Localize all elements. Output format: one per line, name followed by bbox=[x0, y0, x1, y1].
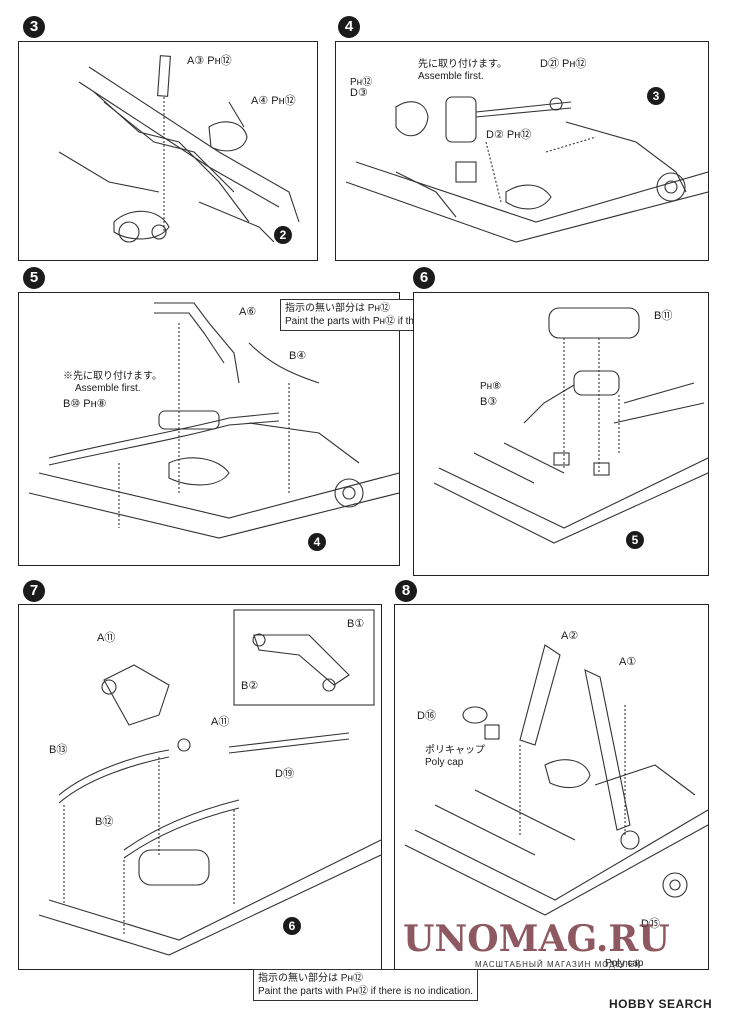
step-ref-4: 4 bbox=[308, 533, 326, 551]
step-ref-3: 3 bbox=[647, 87, 665, 105]
part-label-d3: D③ bbox=[350, 87, 368, 99]
hobby-search-logo: HOBBY SEARCH bbox=[609, 997, 713, 1011]
step-4-panel: 先に取り付けます。 Assemble first. Pн⑫ D③ D㉑ Pн⑫ … bbox=[335, 41, 709, 261]
part-label-b1: B① bbox=[347, 618, 365, 630]
part-label-d19: D⑲ bbox=[275, 768, 294, 780]
step-7-drawing bbox=[38, 609, 381, 956]
part-label-d16: D⑯ bbox=[417, 710, 436, 722]
part-label-a4: A④ Pн⑫ bbox=[251, 95, 296, 107]
part-label-b13: B⑬ bbox=[49, 744, 68, 756]
part-label-d15: D⑮ bbox=[641, 918, 660, 930]
step-7-number: 7 bbox=[23, 580, 45, 602]
paint-label-ph12: Pн⑫ bbox=[350, 77, 373, 88]
part-label-b2: B② bbox=[241, 680, 259, 692]
part-label-d2: D② Pн⑫ bbox=[486, 129, 532, 141]
paint-note-box-7: 指示の無い部分は Pн⑫ Paint the parts with Pн⑫ if… bbox=[253, 969, 479, 1001]
step-6-number: 6 bbox=[413, 267, 435, 289]
part-label-d21: D㉑ Pн⑫ bbox=[540, 58, 587, 70]
paint-label-ph8: Pн⑧ bbox=[480, 381, 502, 392]
watermark-logo: UNOMAG.RU bbox=[403, 918, 670, 960]
paint-note-en: Paint the parts with Pн⑫ if there is no … bbox=[258, 986, 474, 997]
part-label-a11-top: A⑪ bbox=[97, 632, 116, 644]
step-5-drawing bbox=[28, 302, 399, 539]
step-8-panel: A② A① D⑯ ポリキャップ Poly cap Poly cap D⑮ bbox=[394, 604, 709, 970]
part-label-b12: B⑫ bbox=[95, 816, 114, 828]
part-label-a11-mid: A⑪ bbox=[211, 716, 230, 728]
step-8-number: 8 bbox=[395, 580, 417, 602]
paint-note-jp: 指示の無い部分は Pн⑫ bbox=[285, 303, 390, 314]
part-label-a3: A③ Pн⑫ bbox=[187, 55, 232, 67]
poly-cap-en: Poly cap bbox=[425, 757, 464, 768]
paint-note-jp: 指示の無い部分は Pн⑫ bbox=[258, 973, 363, 984]
assemble-first-en: Assemble first. bbox=[418, 71, 484, 82]
assemble-first-en: Assemble first. bbox=[75, 383, 141, 394]
part-label-a1: A① bbox=[619, 656, 637, 668]
step-8-drawing bbox=[404, 644, 708, 916]
step-5-panel: A⑥ B④ ※先に取り付けます。 Assemble first. B⑩ Pн⑧ … bbox=[18, 292, 400, 566]
part-label-b3: B③ bbox=[480, 396, 498, 408]
part-label-a6: A⑥ bbox=[239, 306, 257, 318]
step-6-drawing bbox=[433, 307, 708, 544]
step-ref-2: 2 bbox=[274, 226, 292, 244]
poly-cap-en-2: Poly cap bbox=[605, 958, 644, 969]
assemble-first-jp: ※先に取り付けます。 bbox=[63, 371, 162, 382]
assemble-first-jp: 先に取り付けます。 bbox=[418, 59, 507, 70]
watermark-subtitle: МАСШТАБНЫЙ МАГАЗИН МОДЕЛЕЙ bbox=[475, 960, 642, 969]
step-ref-6: 6 bbox=[283, 917, 301, 935]
step-6-panel: B⑪ Pн⑧ B③ 5 bbox=[413, 292, 709, 576]
step-3-panel: A③ Pн⑫ A④ Pн⑫ 2 bbox=[18, 41, 318, 261]
part-label-b11: B⑪ bbox=[654, 310, 673, 322]
step-5-number: 5 bbox=[23, 267, 45, 289]
step-4-number: 4 bbox=[338, 16, 360, 38]
step-7-panel: A⑪ B① B② A⑪ B⑬ D⑲ B⑫ 6 bbox=[18, 604, 382, 970]
step-4-drawing bbox=[345, 96, 708, 243]
step-3-drawing bbox=[58, 55, 300, 243]
part-label-b4: B④ bbox=[289, 350, 307, 362]
step-3-number: 3 bbox=[23, 16, 45, 38]
paint-note-en: Paint the parts with Pн⑫ if there is no … bbox=[285, 316, 501, 327]
step-ref-5: 5 bbox=[626, 531, 644, 549]
poly-cap-jp: ポリキャップ bbox=[425, 745, 485, 756]
part-label-b10: B⑩ Pн⑧ bbox=[63, 398, 107, 410]
part-label-a2: A② bbox=[561, 630, 579, 642]
